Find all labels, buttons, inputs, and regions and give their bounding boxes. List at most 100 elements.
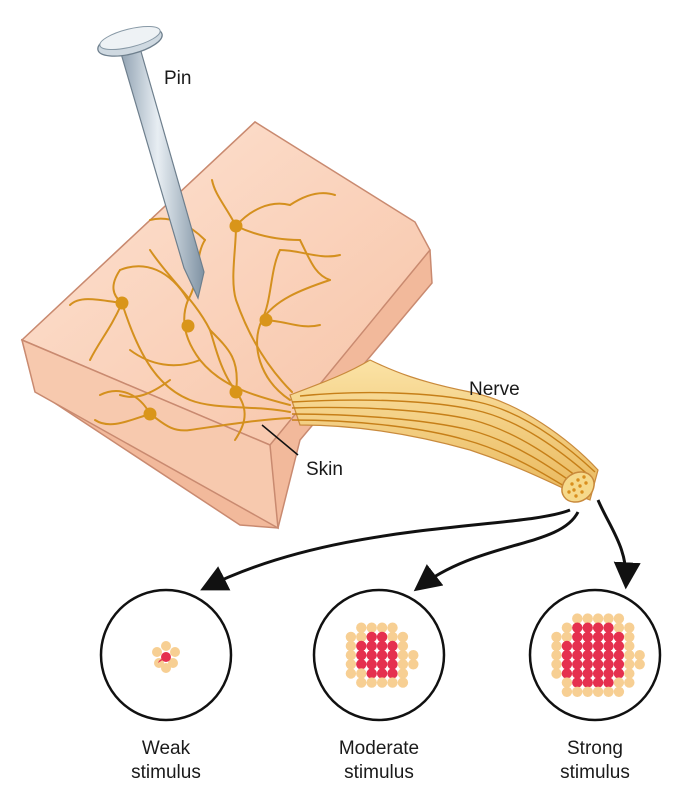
fiber-dot bbox=[624, 622, 635, 633]
fiber-dot bbox=[572, 613, 583, 624]
fiber-dot bbox=[603, 613, 614, 624]
skin-block bbox=[20, 121, 433, 530]
fiber-dot bbox=[376, 622, 388, 633]
fiber-dot bbox=[561, 640, 573, 652]
fiber-dot bbox=[387, 622, 398, 633]
fiber-dot bbox=[613, 640, 625, 652]
fiber-dot bbox=[376, 677, 388, 688]
fiber-dot bbox=[561, 659, 573, 670]
strong-circle bbox=[528, 588, 662, 722]
nerve-bundle bbox=[289, 359, 599, 503]
fiber-dot bbox=[603, 668, 614, 679]
fiber-dot bbox=[387, 640, 398, 652]
receptor bbox=[229, 219, 243, 233]
fiber-dot bbox=[634, 650, 645, 661]
arrow-moderate bbox=[413, 511, 580, 592]
fiber-dot bbox=[603, 640, 614, 652]
fiber-dot bbox=[345, 668, 357, 679]
fiber-dot bbox=[624, 677, 635, 688]
fiber-dot bbox=[572, 668, 583, 679]
fiber-dot bbox=[592, 622, 604, 633]
arrow-strong bbox=[596, 499, 641, 590]
pin-label: Pin bbox=[164, 68, 192, 89]
fiber-dot bbox=[613, 622, 625, 633]
fiber-dot bbox=[613, 668, 625, 679]
arrow-weak bbox=[200, 508, 571, 591]
fiber-dot bbox=[551, 659, 562, 670]
fiber-dot bbox=[356, 677, 367, 688]
nerve-label: Nerve bbox=[469, 379, 520, 400]
fiber-dot bbox=[603, 622, 614, 633]
fiber-dot bbox=[376, 640, 388, 652]
fiber-dot bbox=[387, 659, 398, 670]
receptor bbox=[229, 385, 243, 399]
fiber-dot bbox=[572, 640, 583, 652]
fiber-dot bbox=[572, 659, 583, 670]
strong-caption-line2: stimulus bbox=[560, 762, 630, 783]
weak-caption-line2: stimulus bbox=[131, 762, 201, 783]
fiber-dot bbox=[356, 640, 367, 652]
fiber-dot bbox=[613, 613, 625, 624]
fiber-dot bbox=[613, 686, 625, 697]
arrows bbox=[200, 499, 641, 592]
fiber-dot bbox=[572, 631, 583, 643]
fiber-dot bbox=[387, 677, 398, 688]
fiber-dot bbox=[624, 650, 635, 661]
fiber-dot bbox=[603, 686, 614, 697]
fiber-dot bbox=[387, 650, 398, 661]
strong-caption: Strong stimulus bbox=[515, 737, 675, 785]
moderate-caption-line2: stimulus bbox=[344, 762, 414, 783]
fiber-dot bbox=[624, 640, 635, 652]
fiber-dot bbox=[572, 650, 583, 661]
fiber-dot bbox=[592, 659, 604, 670]
fiber-dot bbox=[572, 622, 583, 633]
fiber-dot bbox=[366, 677, 377, 688]
strong-caption-line1: Strong bbox=[567, 738, 623, 759]
fiber-dot bbox=[572, 686, 583, 697]
fiber-dot bbox=[356, 650, 367, 661]
fiber-dot bbox=[582, 668, 593, 679]
fiber-dot bbox=[387, 668, 398, 679]
fiber-dot bbox=[624, 631, 635, 643]
skin-label: Skin bbox=[306, 459, 343, 480]
fiber-dot bbox=[582, 650, 593, 661]
fiber-dot bbox=[397, 668, 409, 679]
fiber-dot bbox=[603, 650, 614, 661]
fiber-dot bbox=[582, 640, 593, 652]
fiber-dot bbox=[366, 640, 377, 652]
fiber-dot bbox=[376, 659, 388, 670]
fiber-dot bbox=[561, 677, 573, 688]
fiber-dot bbox=[376, 631, 388, 643]
fiber-dot bbox=[603, 677, 614, 688]
fiber-dot bbox=[582, 686, 593, 697]
fiber-dot bbox=[561, 631, 573, 643]
fiber-dot bbox=[397, 631, 409, 643]
moderate-circle bbox=[312, 588, 446, 722]
pin bbox=[97, 25, 205, 300]
receptors bbox=[115, 219, 273, 421]
fiber-dot bbox=[397, 640, 409, 652]
fiber-dot bbox=[613, 659, 625, 670]
fiber-dot bbox=[592, 686, 604, 697]
fiber-dot bbox=[592, 668, 604, 679]
fiber-dot bbox=[387, 631, 398, 643]
fiber-dot bbox=[408, 650, 419, 661]
fiber-dot bbox=[561, 686, 573, 697]
fiber-dot bbox=[366, 659, 377, 670]
fiber-dot bbox=[582, 631, 593, 643]
fiber-dot bbox=[345, 631, 357, 643]
moderate-caption: Moderate stimulus bbox=[299, 737, 459, 785]
fiber-dot bbox=[624, 659, 635, 670]
fiber-dot bbox=[592, 650, 604, 661]
fiber-dot bbox=[356, 622, 367, 633]
fiber-dot bbox=[592, 631, 604, 643]
fiber-dot bbox=[366, 631, 377, 643]
receptor bbox=[143, 407, 157, 421]
fiber-dot bbox=[397, 650, 409, 661]
fiber-dot bbox=[376, 668, 388, 679]
fiber-dot bbox=[408, 659, 419, 670]
fiber-dot bbox=[397, 677, 409, 688]
fiber-dot bbox=[356, 631, 367, 643]
fiber-dot bbox=[551, 668, 562, 679]
